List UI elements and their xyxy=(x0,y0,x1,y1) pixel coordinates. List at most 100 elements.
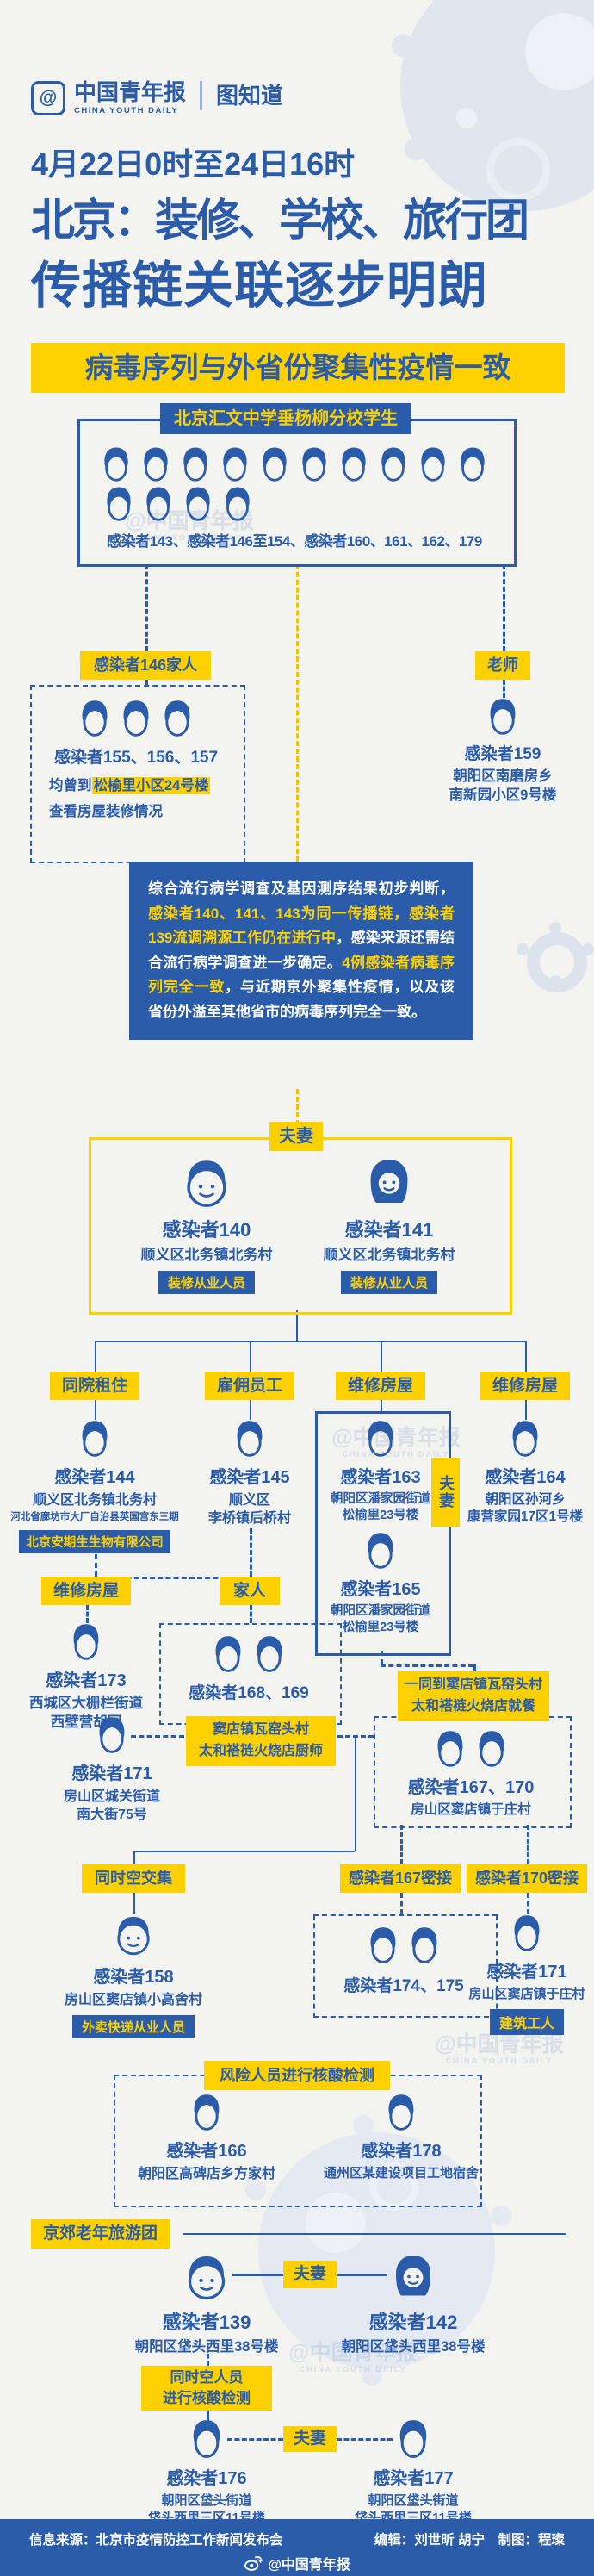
person-head-icon xyxy=(386,2094,417,2131)
spacetime-overlap-label: 同时空交集 xyxy=(82,1864,185,1893)
risk-testing-label: 风险人员进行核酸检测 xyxy=(204,2061,390,2090)
patient-145: 感染者145 顺义区李桥镇后桥村 xyxy=(164,1420,336,1528)
patient-164-name: 感染者164 xyxy=(485,1468,566,1487)
patient-144-address: 顺义区北务镇北务村 xyxy=(32,1493,157,1508)
footer-weibo-handle: @中国青年报 xyxy=(268,2558,350,2573)
family-of-146-label: 感染者146家人 xyxy=(80,651,211,680)
person-head-icon xyxy=(511,1914,542,1952)
tour-couple-tab-2: 夫妻 xyxy=(283,2426,337,2452)
man-face-icon xyxy=(114,1914,153,1957)
main-title-line1: 北京：装修、学校、旅行团 xyxy=(31,196,529,245)
patient-159: 感染者159 朝阳区南磨房乡南新园小区9号楼 xyxy=(417,698,589,806)
patient-139-address: 朝阳区垡头西里38号楼 xyxy=(134,2339,279,2355)
patient-141-occupation: 装修从业人员 xyxy=(340,1271,437,1295)
branch-label-repair-2: 维修房屋 xyxy=(480,1372,570,1400)
weibo-icon xyxy=(244,2556,263,2571)
patient-166-address: 朝阳区高碑店乡方家村 xyxy=(137,2167,275,2181)
person-head-icon xyxy=(191,2094,222,2131)
person-head-icon xyxy=(220,446,250,482)
student-icons-row-2 xyxy=(104,486,252,522)
patient-165-name: 感染者165 xyxy=(340,1580,421,1599)
person-head-icon xyxy=(397,2419,430,2459)
patient-165-address: 朝阳区潘家园街道松榆里23号楼 xyxy=(331,1604,430,1635)
pair-167-170-address: 房山区窦店镇于庄村 xyxy=(411,1802,531,1817)
man-face-icon xyxy=(184,2254,229,2302)
family-names: 感染者155、156、157 xyxy=(53,749,219,767)
analysis-box: 综合流行病学调查及基因测序结果初步判断，感染者140、141、143为同一传播链… xyxy=(129,862,473,1041)
analysis-text: 综合流行病学调查及基因测序结果初步判断，感染者140、141、143为同一传播链… xyxy=(148,880,455,1020)
patient-171-worker-name: 感染者171 xyxy=(486,1963,567,1982)
patient-171-worker: 感染者171 房山区窦店镇于庄村 建筑工人 xyxy=(451,1914,594,2035)
dine-together-label: 一同到窦店镇瓦窑头村太和褡裢火烧店就餐 xyxy=(398,1671,549,1721)
contact-170-label: 感染者170密接 xyxy=(467,1864,587,1893)
patient-163: 感染者163 朝阳区潘家园街道松榆里23号楼 xyxy=(315,1420,446,1524)
person-head-icon xyxy=(458,446,487,482)
person-head-icon xyxy=(409,1926,440,1964)
person-head-icon xyxy=(79,700,110,737)
patient-141-address: 顺义区北务镇北务村 xyxy=(323,1247,455,1263)
person-head-icon xyxy=(476,1730,507,1768)
person-head-icon xyxy=(162,700,193,737)
patient-144-address-2: 河北省廊坊市大厂自治县英国宫东三期 xyxy=(10,1512,179,1523)
person-head-icon xyxy=(487,698,518,736)
patient-144: 感染者144 顺义区北务镇北务村 河北省廊坊市大厂自治县英国宫东三期 北京安期生… xyxy=(0,1420,189,1554)
person-head-icon xyxy=(141,446,170,482)
family-note-line2: 查看房屋装修情况 xyxy=(49,804,163,819)
patient-163-name: 感染者163 xyxy=(340,1468,421,1487)
woman-face-icon xyxy=(365,1158,413,1210)
tour-couple-tab-1: 夫妻 xyxy=(283,2261,337,2288)
person-head-icon xyxy=(339,446,368,482)
footer-source: 信息来源：北京市疫情防控工作新闻发布会 xyxy=(29,2533,283,2548)
pair-168-169-icons xyxy=(159,1635,338,1673)
person-head-icon xyxy=(183,486,213,522)
patient-165: 感染者165 朝阳区潘家园街道松榆里23号楼 xyxy=(315,1532,446,1636)
repair-label-173: 维修房屋 xyxy=(41,1577,131,1605)
patient-158: 感染者158 房山区窦店镇小高舍村 外卖快递从业人员 xyxy=(39,1914,228,2039)
person-head-icon xyxy=(181,446,210,482)
patient-171-chef: 感染者171 房山区城关街道南大街75号 xyxy=(26,1716,198,1824)
couple-163-165-box xyxy=(315,1411,451,1656)
patient-166-name: 感染者166 xyxy=(166,2142,247,2161)
person-head-icon xyxy=(365,1420,396,1458)
person-head-icon xyxy=(234,1420,265,1458)
school-box-tab: 北京汇文中学垂杨柳分校学生 xyxy=(160,403,411,434)
tour-group-header: 京郊老年旅游团 xyxy=(31,2219,170,2249)
person-head-icon xyxy=(300,446,329,482)
person-head-icon xyxy=(96,1716,127,1754)
person-head-icon xyxy=(223,486,252,522)
patient-141-name: 感染者141 xyxy=(344,1219,434,1241)
patient-139-name: 感染者139 xyxy=(162,2312,251,2333)
patient-177-name: 感染者177 xyxy=(373,2469,454,2488)
couple-163-165-tab: 夫妻 xyxy=(431,1458,460,1527)
subtitle-banner: 病毒序列与外省份聚集性疫情一致 xyxy=(31,343,565,393)
patient-171-worker-occupation: 建筑工人 xyxy=(489,2008,564,2035)
logo-right: 图知道 xyxy=(216,83,284,109)
pair-168-169-names: 感染者168、169 xyxy=(189,1684,309,1702)
date-line: 4月22日0时至24日16时 xyxy=(31,146,356,182)
person-head-icon xyxy=(368,1926,399,1964)
logo-cn: 中国青年报 xyxy=(74,79,187,105)
branch-label-repair-1: 维修房屋 xyxy=(336,1372,425,1400)
patient-140: 感染者140 顺义区北务镇北务村 装修从业人员 xyxy=(112,1158,301,1295)
student-icons-row-1 xyxy=(80,446,509,482)
chef-label: 窦店镇瓦窑头村太和褡裢火烧店厨师 xyxy=(186,1716,336,1766)
patient-159-address: 朝阳区南磨房乡南新园小区9号楼 xyxy=(449,768,557,803)
patient-164-address: 朝阳区孙河乡康营家园17区1号楼 xyxy=(467,1492,584,1525)
footer: 信息来源：北京市疫情防控工作新闻发布会 编辑：刘世昕 胡宁 制图：程璨 @中国青… xyxy=(0,2519,594,2576)
patient-171-worker-address: 房山区窦店镇于庄村 xyxy=(468,1987,585,2001)
main-title-line2: 传播链关联逐步明朗 xyxy=(31,258,489,314)
patient-163-address: 朝阳区潘家园街道松榆里23号楼 xyxy=(331,1492,430,1523)
footer-credits: 编辑：刘世昕 胡宁 制图：程璨 xyxy=(374,2533,565,2548)
patient-141: 感染者141 顺义区北务镇北务村 装修从业人员 xyxy=(294,1158,484,1295)
patient-171-address: 房山区城关街道南大街75号 xyxy=(63,1789,160,1823)
person-head-icon xyxy=(510,1420,541,1458)
contact-167-label: 感染者167密接 xyxy=(340,1864,461,1893)
person-head-icon xyxy=(213,1635,244,1673)
person-head-icon xyxy=(102,446,131,482)
family-icons xyxy=(30,700,242,737)
pair-174-175-names: 感染者174、175 xyxy=(343,1977,464,1995)
man-face-icon xyxy=(183,1158,231,1210)
